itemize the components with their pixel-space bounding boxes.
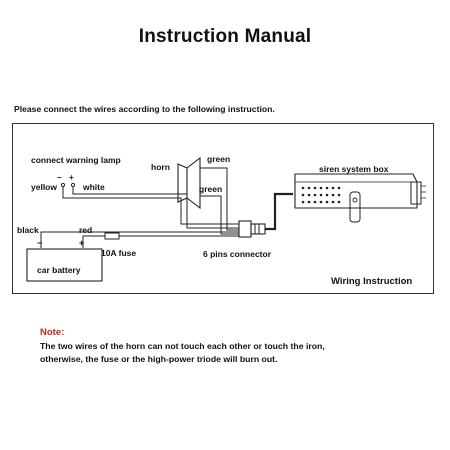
siren-box-label: siren system box <box>319 164 389 174</box>
note-label: Note: <box>40 327 65 338</box>
fuse-icon <box>104 232 120 240</box>
horn-wire-green-bottom <box>200 195 239 235</box>
lamp-terminal-white <box>70 182 76 188</box>
white-label: white <box>83 182 105 192</box>
six-pin-connector-icon <box>238 220 252 238</box>
fuse-label: 10A fuse <box>101 248 137 258</box>
horn-wire-green-top <box>200 167 239 231</box>
red-wire <box>82 235 105 248</box>
wiring-diagram: connect warning lamp yellow − + white ho… <box>12 123 434 294</box>
siren-box-buttons <box>301 186 341 204</box>
battery-minus-sign: − <box>37 238 43 248</box>
diagram-caption: Wiring Instruction <box>331 276 413 287</box>
red-label: red <box>79 225 93 235</box>
yellow-wire <box>62 187 239 225</box>
car-battery-icon <box>26 248 103 282</box>
yellow-label: yellow <box>31 182 57 192</box>
green-top-label: green <box>207 154 231 164</box>
connector-label: 6 pins connector <box>203 249 272 259</box>
battery-label: car battery <box>37 265 81 275</box>
siren-cable <box>265 192 293 231</box>
green-bottom-label: green <box>199 184 223 194</box>
lamp-minus-sign: − <box>57 173 62 182</box>
siren-box-icon <box>294 173 418 209</box>
note-line-2: otherwise, the fuse or the high-power tr… <box>40 354 278 364</box>
black-label: black <box>17 225 39 235</box>
black-wire <box>40 231 239 248</box>
horn-label: horn <box>151 162 170 172</box>
horn-icon <box>177 163 188 203</box>
instruction-text: Please connect the wires according to th… <box>14 104 275 114</box>
lamp-plus-sign: + <box>69 173 74 182</box>
note-line-1: The two wires of the horn can not touch … <box>40 341 325 351</box>
battery-plus-sign: + <box>79 238 85 248</box>
wiring-diagram-drawing <box>26 156 426 282</box>
lamp-terminal-yellow <box>60 182 66 188</box>
page-title: Instruction Manual <box>138 26 312 47</box>
lamp-label: connect warning lamp <box>31 155 121 165</box>
